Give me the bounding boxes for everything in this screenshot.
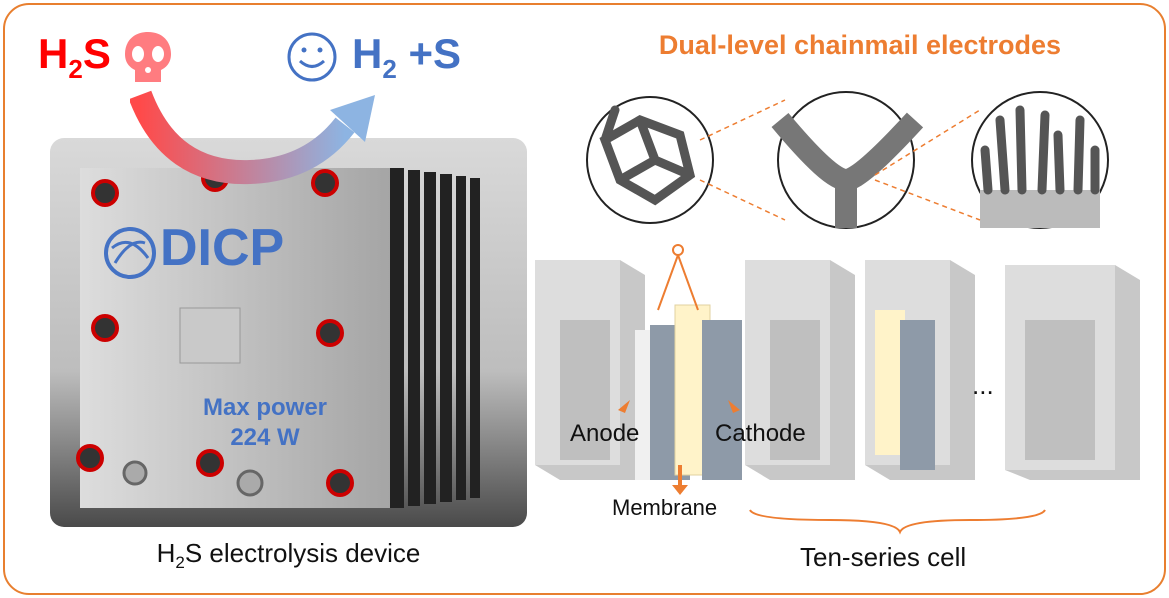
reactant-formula: H2S (38, 30, 111, 84)
series-brace (749, 509, 1046, 535)
ellipsis-label: ... (972, 370, 994, 400)
ten-series-caption: Ten-series cell (800, 542, 967, 572)
device-caption: H2S electrolysis device (156, 538, 421, 572)
dicp-logo: DICP (160, 219, 285, 277)
electrodes-title: Dual-level chainmail electrodes (658, 30, 1062, 60)
device-photo: DICP Max power 224 W (50, 138, 527, 527)
max-power-label: Max power 224 W (202, 394, 328, 451)
smiley-icon (287, 32, 337, 82)
conversion-arrow-icon (130, 90, 375, 185)
cell-diagram (535, 91, 1140, 535)
product-formula: H2 +S (352, 30, 462, 84)
figure-border (3, 3, 1166, 595)
cathode-label: Cathode (715, 420, 806, 447)
anode-label: Anode (570, 420, 640, 447)
membrane-label: Membrane (612, 495, 718, 520)
skull-icon (125, 32, 171, 82)
